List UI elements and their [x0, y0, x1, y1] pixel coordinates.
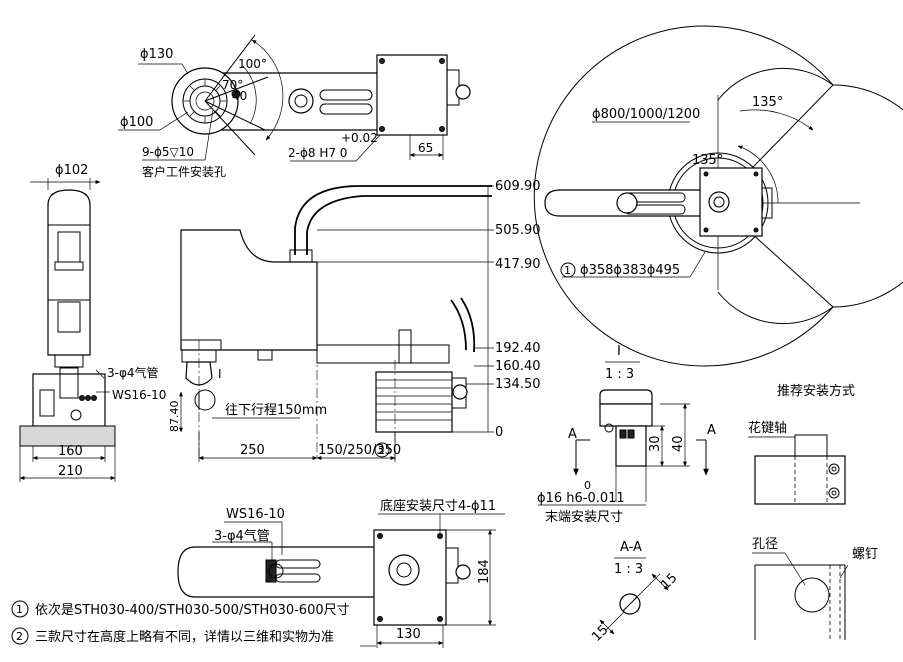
angle-135-inner-label: 135° [692, 153, 723, 168]
note-1-mark: 1 [16, 603, 23, 616]
angle-100-label: 100° [238, 57, 267, 71]
detail-i-title: I [617, 344, 621, 359]
angle-135-outer-label: 135° [752, 95, 783, 110]
base-holes-label: 底座安装尺寸4-ϕ11 [380, 498, 496, 514]
dim-184-label: 184 [477, 559, 492, 584]
height-192-label: 192.40 [495, 341, 541, 356]
dim-160-label: 160 [58, 444, 83, 459]
section-aa-title: A-A [620, 540, 642, 555]
spline-shaft-label: 花键轴 [748, 420, 787, 436]
tolerance-zero-label: 0 [584, 479, 591, 492]
air-pipe-label: 3-φ4气管 [107, 365, 159, 380]
screw-label: 螺钉 [852, 547, 878, 562]
recommended-mounting: 推荐安装方式 花键轴 孔径 螺钉 [748, 383, 878, 640]
tolerance-plus-label: +0.02 [341, 131, 378, 145]
note-1-text: 依次是STH030-400/STH030-500/STH030-600尺寸 [35, 602, 350, 618]
dim-250-label: 250 [240, 443, 265, 458]
height-0-label: 0 [495, 425, 503, 440]
bottom-air-pipe-label: 3-φ4气管 [214, 528, 270, 544]
detail-i: I 1 : 3 30 40 A A 0 ϕ16 h6-0.011 末端安装尺寸 [537, 344, 716, 525]
ws-connector-label: WS16-10 [112, 388, 166, 402]
front-view: I 往下行程150mm 87.40 609.90 505.90 417.90 1… [168, 179, 541, 462]
section-aa-scale: 1 : 3 [614, 562, 643, 577]
section-aa: A-A 1 : 3 15 15 [589, 540, 680, 645]
reach-diameters-label: ϕ800/1000/1200 [592, 107, 700, 122]
bottom-ws-connector-label: WS16-10 [226, 507, 285, 522]
angle-40-label: 40 [232, 89, 247, 103]
section-a-right: A [707, 423, 716, 438]
note-mark-1: 1 [564, 264, 571, 277]
end-mount-label: 末端安装尺寸 [545, 510, 623, 525]
dia-102-label: ϕ102 [55, 163, 88, 178]
bottom-view: WS16-10 3-φ4气管 底座安装尺寸4-ϕ11 184 130 [177, 498, 505, 648]
dim-87-label: 87.40 [168, 401, 181, 433]
notes: 1 依次是STH030-400/STH030-500/STH030-600尺寸 … [11, 600, 376, 647]
inner-diameters-label: ϕ358ϕ383ϕ495 [580, 263, 680, 278]
dim-15-a-label: 15 [658, 571, 680, 593]
height-134-label: 134.50 [495, 377, 541, 392]
dim-30-label: 30 [648, 435, 663, 452]
holes-9-label: 9-ϕ5▽10 [142, 145, 194, 159]
left-view: ϕ102 3-φ4气管 WS16-10 160 210 [19, 163, 166, 482]
note-mark-2: 2 [378, 444, 385, 457]
dim-40-label: 40 [671, 435, 686, 452]
note-2-text: 三款尺寸在高度上略有不同，详情以三维和实物为准 [35, 629, 334, 645]
detail-i-scale: 1 : 3 [605, 367, 634, 382]
angle-70-label: 70° [222, 78, 243, 92]
height-160-label: 160.40 [495, 359, 541, 374]
dim-150-350-label: 150/250/350 [318, 443, 401, 458]
pin-holes-label: 2-ϕ8 H7 0 [288, 146, 347, 160]
customer-holes-label: 客户工件安装孔 [142, 164, 226, 179]
top-view: ϕ130 ϕ100 100° 70° 40 9-ϕ5▽10 客户工件安装孔 +0… [118, 34, 471, 179]
workspace-view: 135° 135° ϕ800/1000/1200 1 ϕ358ϕ383ϕ495 [533, 25, 903, 367]
note-2-mark: 2 [16, 630, 23, 643]
dim-15-b-label: 15 [589, 623, 611, 645]
recommend-title: 推荐安装方式 [777, 383, 855, 399]
dia-130-label: ϕ130 [140, 47, 173, 62]
dia-100-label: ϕ100 [120, 115, 153, 130]
height-505-label: 505.90 [495, 223, 541, 238]
shaft-fit-label: ϕ16 h6-0.011 [537, 491, 625, 506]
section-a-left: A [568, 427, 577, 442]
dim-210-label: 210 [58, 464, 83, 479]
bore-label: 孔径 [752, 537, 778, 552]
dim-65-label: 65 [418, 141, 433, 155]
dim-130-label: 130 [396, 627, 421, 642]
detail-i-mark: I [218, 367, 222, 381]
height-609-label: 609.90 [495, 179, 541, 194]
height-417-label: 417.90 [495, 257, 541, 272]
stroke-label: 往下行程150mm [225, 403, 327, 418]
